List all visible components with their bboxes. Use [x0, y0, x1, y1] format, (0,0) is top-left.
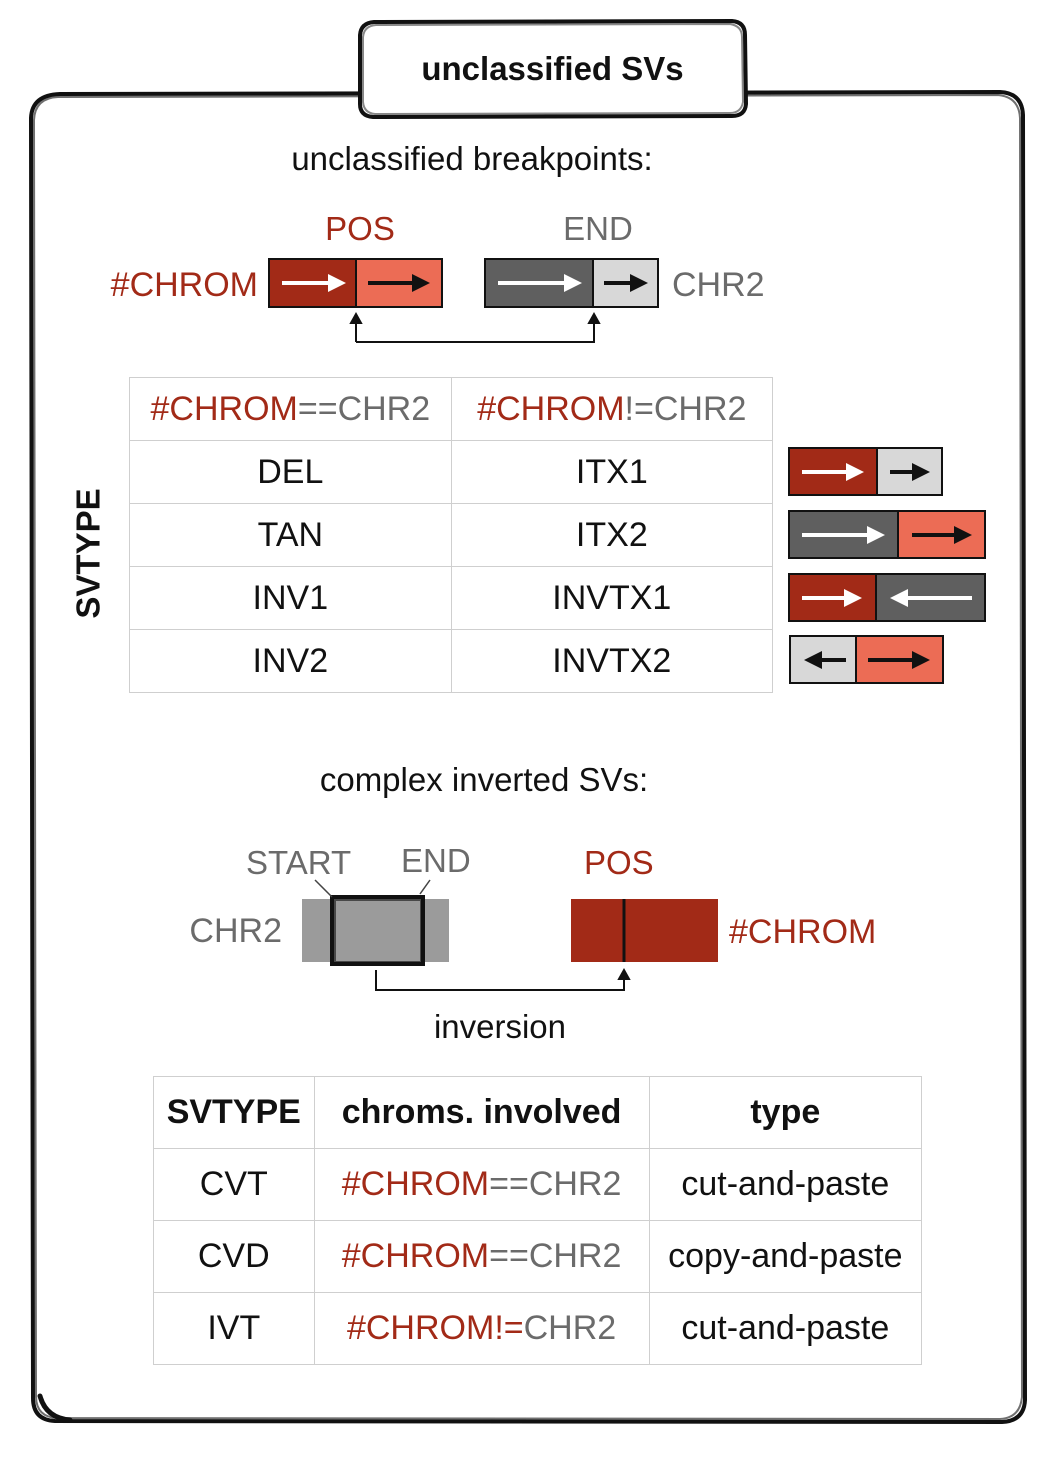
page-title: unclassified SVs [421, 50, 684, 87]
inversion-connector [375, 967, 631, 991]
breakpoints-heading: unclassified breakpoints: [291, 140, 653, 177]
arrow-right-icon [282, 274, 346, 292]
table-row: CVD #CHROM==CHR2 copy-and-paste [153, 1220, 923, 1293]
table-cell: DEL [129, 440, 452, 504]
table-cell: CVD [153, 1220, 315, 1293]
arrow-right-icon [498, 274, 582, 292]
table-row: TAN ITX2 [129, 503, 774, 567]
arrow-right-icon [604, 274, 648, 292]
chrom-label: #CHROM [110, 266, 258, 304]
table-cell: cut-and-paste [648, 1292, 923, 1365]
complex-heading: complex inverted SVs: [319, 761, 649, 798]
end-label-complex: END [401, 842, 471, 879]
table-cell: INV1 [129, 566, 452, 630]
start-label: START [246, 844, 352, 881]
breakpoint-connector [349, 311, 601, 343]
table-cell: INVTX2 [450, 629, 774, 693]
svtype-glyph-del-itx1 [788, 447, 943, 496]
chrom-segment [571, 899, 718, 962]
table-cell: TAN [129, 503, 452, 567]
table-row: DEL ITX1 [129, 440, 774, 504]
pos-label: POS [325, 210, 395, 247]
svtype-table: #CHROM==CHR2 #CHROM!=CHR2 DEL ITX1 TAN I… [129, 377, 774, 693]
table-cell: copy-and-paste [648, 1220, 923, 1293]
chrom-label-complex: #CHROM [729, 913, 877, 951]
chr2-segment [302, 879, 449, 966]
table-header-row: #CHROM==CHR2 #CHROM!=CHR2 [129, 377, 774, 441]
inversion-label: inversion [433, 1008, 567, 1045]
svtype-glyph-inv2-invtx2 [789, 635, 944, 684]
breakpoint-pos-bar [268, 258, 443, 308]
table-cell: CVT [153, 1148, 315, 1221]
breakpoint-end-bar [484, 258, 659, 308]
table-row: IVT #CHROM!=CHR2 cut-and-paste [153, 1292, 923, 1365]
table-cell: #CHROM==CHR2 [313, 1220, 650, 1293]
table-header-row: SVTYPE chroms. involved type [153, 1076, 923, 1149]
column-header: chroms. involved [313, 1076, 650, 1149]
outer-frame [28, 89, 1028, 1425]
pos-label-complex: POS [584, 844, 654, 881]
table-cell: INV2 [129, 629, 452, 693]
end-label: END [563, 210, 633, 247]
column-header: type [648, 1076, 923, 1149]
table-cell: ITX2 [450, 503, 774, 567]
arrow-right-icon [368, 274, 430, 292]
table-row: CVT #CHROM==CHR2 cut-and-paste [153, 1148, 923, 1221]
table-cell: cut-and-paste [648, 1148, 923, 1221]
svtype-glyph-inv1-invtx1 [788, 573, 986, 622]
table-row: INV2 INVTX2 [129, 629, 774, 693]
table-cell: #CHROM==CHR2 [313, 1148, 650, 1221]
svtype-side-label: SVTYPE [69, 488, 107, 619]
table-cell: INVTX1 [450, 566, 774, 630]
table-cell: ITX1 [450, 440, 774, 504]
svtype-glyph-tan-itx2 [788, 510, 986, 559]
header-diff-chrom: #CHROM!=CHR2 [450, 377, 774, 441]
chr2-label-complex: CHR2 [189, 912, 282, 950]
table-cell: IVT [153, 1292, 315, 1365]
table-cell: #CHROM!=CHR2 [313, 1292, 650, 1365]
column-header: SVTYPE [153, 1076, 315, 1149]
table-row: INV1 INVTX1 [129, 566, 774, 630]
complex-sv-table: SVTYPE chroms. involved type CVT #CHROM=… [153, 1076, 923, 1365]
title-box [358, 18, 749, 120]
chr2-label: CHR2 [672, 266, 765, 304]
header-same-chrom: #CHROM==CHR2 [129, 377, 452, 441]
